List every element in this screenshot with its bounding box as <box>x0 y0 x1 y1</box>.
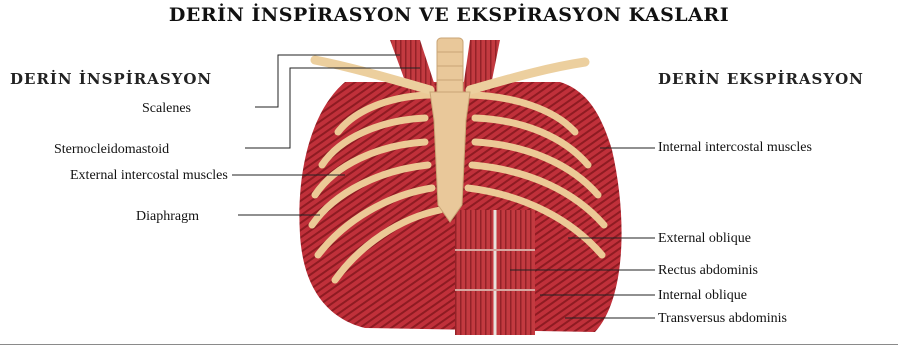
label-sternocleidomastoid: Sternocleidomastoid <box>54 142 169 157</box>
bottom-rule <box>0 344 898 345</box>
label-transversus-abdominis: Transversus abdominis <box>658 311 787 326</box>
label-scalenes: Scalenes <box>142 101 191 116</box>
label-internal-intercostal: Internal intercostal muscles <box>658 140 828 155</box>
label-external-intercostal: External intercostal muscles <box>70 168 232 183</box>
label-external-oblique: External oblique <box>658 231 751 246</box>
label-rectus-abdominis: Rectus abdominis <box>658 263 758 278</box>
label-diaphragm: Diaphragm <box>136 209 199 224</box>
label-internal-oblique: Internal oblique <box>658 288 747 303</box>
rectus-abdominis <box>455 210 535 335</box>
